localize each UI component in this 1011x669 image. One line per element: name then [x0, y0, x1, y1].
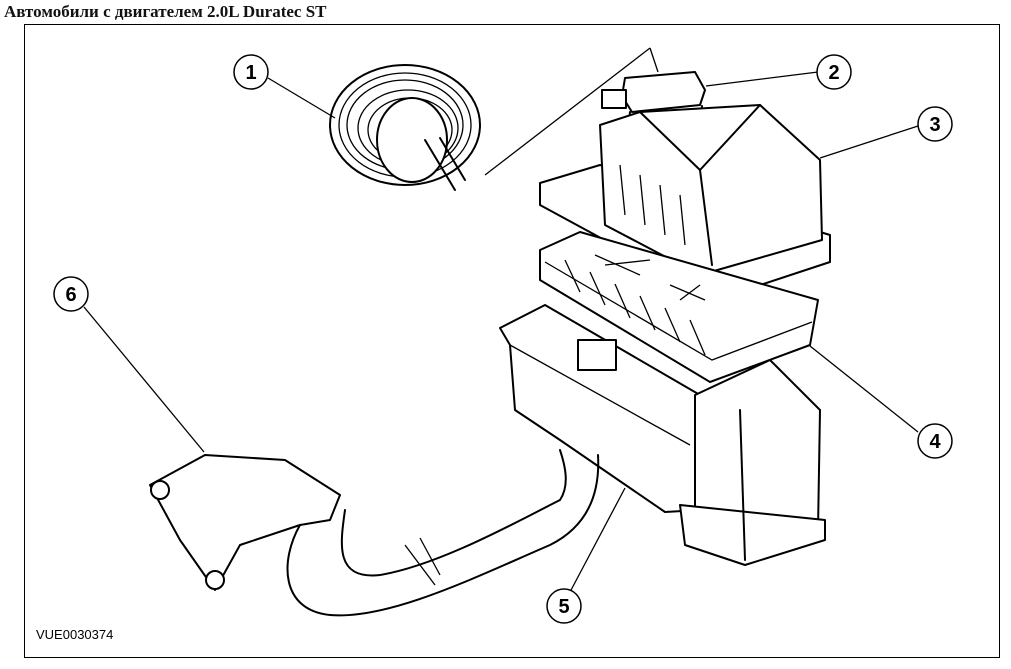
svg-text:4: 4: [929, 431, 941, 453]
callout-leaders: [83, 71, 919, 593]
leader-4: [809, 345, 919, 433]
leader-2: [705, 71, 819, 87]
callout-2: 2: [816, 54, 852, 90]
leader-3: [819, 125, 919, 159]
leader-5: [569, 487, 626, 593]
callout-1: 1: [233, 54, 269, 90]
leader-6: [83, 306, 205, 453]
callout-5: 5: [546, 588, 582, 624]
air-cleaner-cover-drawing: [539, 104, 831, 301]
air-intake-duct-drawing: [149, 449, 600, 617]
svg-text:1: 1: [245, 62, 256, 84]
drawing-code: VUE0030374: [36, 627, 114, 642]
air-cleaner-housing-drawing: [499, 304, 826, 566]
air-filter-element-drawing: [539, 231, 819, 383]
svg-text:3: 3: [929, 114, 940, 136]
callout-4: 4: [917, 423, 953, 459]
callout-3: 3: [917, 106, 953, 142]
diagram-title: Автомобили с двигателем 2.0L Duratec ST: [4, 2, 327, 21]
svg-text:5: 5: [558, 596, 569, 618]
intake-hose-drawing: [329, 47, 659, 191]
diagram-frame: [24, 24, 1000, 658]
callout-6: 6: [53, 276, 89, 312]
svg-text:6: 6: [65, 284, 76, 306]
svg-text:2: 2: [828, 62, 839, 84]
leader-1: [267, 77, 336, 119]
